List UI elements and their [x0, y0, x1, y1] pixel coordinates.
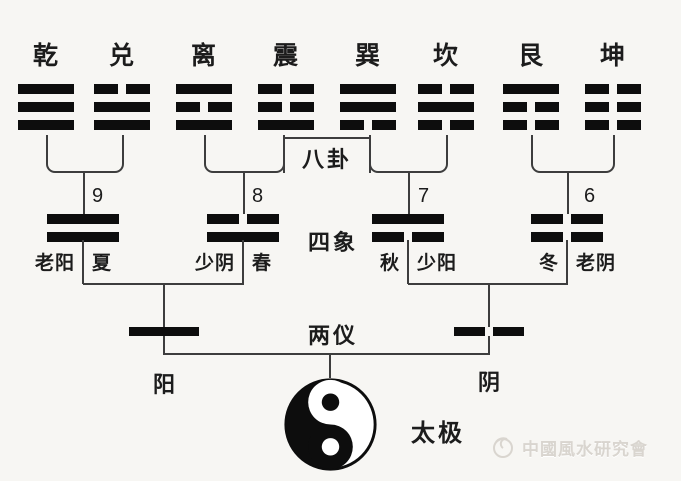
sixiang-symbol-laoyin [531, 214, 603, 250]
connector-stem [488, 283, 490, 327]
trigram-column-kun: 坤 [585, 40, 641, 138]
trigram-column-kan: 坎 [418, 40, 474, 138]
bagua-label: 八卦 [301, 146, 352, 172]
trigram-column-dui: 兑 [94, 40, 150, 138]
label-autumn: 秋 [379, 253, 400, 274]
yang-label: 阳 [152, 372, 175, 397]
connector-stem [407, 240, 409, 284]
watermark-text: 中國風水研究會 [522, 439, 648, 459]
trigram-name-qian: 乾 [32, 42, 59, 70]
label-shaoyin: 少阴 [194, 253, 235, 274]
sixiang-number-7: 7 [418, 185, 430, 207]
label-laoyin: 老阴 [576, 253, 617, 274]
bracket-pair-qian-dui [46, 135, 124, 173]
connector-line [163, 353, 490, 355]
label-spring: 春 [252, 253, 273, 274]
sixiang-symbol-shaoyang [372, 214, 444, 250]
connector-stem [567, 172, 569, 214]
yin-label: 阴 [477, 370, 500, 395]
sixiang-label: 四象 [307, 230, 358, 255]
bracket-pair-li-zhen [204, 135, 285, 173]
trigram-column-zhen: 震 [258, 40, 314, 138]
liangyi-bar-yang [129, 327, 199, 336]
connector-stem [243, 172, 245, 214]
trigram-symbol-qian [18, 84, 74, 130]
bracket-pair-gen-kun [531, 135, 615, 173]
sixiang-symbol-shaoyin [207, 214, 279, 250]
liangyi-bar-yin [454, 327, 524, 336]
connector-stem [82, 240, 84, 284]
taiji-label: 太极 [411, 420, 465, 447]
trigram-name-li: 离 [190, 42, 217, 70]
trigram-name-xun: 巽 [354, 42, 381, 70]
label-winter: 冬 [538, 253, 559, 274]
trigram-symbol-xun [340, 84, 396, 130]
sixiang-number-6: 6 [584, 185, 596, 207]
label-summer: 夏 [92, 253, 113, 274]
sixiang-number-9: 9 [92, 185, 104, 207]
connector-stem [163, 283, 165, 327]
trigram-name-zhen: 震 [272, 42, 299, 70]
label-shaoyang: 少阳 [417, 253, 458, 274]
trigram-name-kan: 坎 [432, 42, 459, 70]
connector-stem [83, 172, 85, 214]
trigram-column-qian: 乾 [18, 40, 74, 138]
label-taiyang: 老阳 [34, 253, 75, 274]
trigram-symbol-gen [503, 84, 559, 130]
trigram-symbol-kan [418, 84, 474, 130]
connector-stem [408, 172, 410, 214]
trigram-symbol-dui [94, 84, 150, 130]
trigram-column-gen: 艮 [503, 40, 559, 138]
trigram-column-xun: 巽 [340, 40, 396, 138]
connector-stem [566, 240, 568, 284]
trigram-symbol-zhen [258, 84, 314, 130]
bracket-pair-xun-kan [369, 135, 448, 173]
connector-stem [329, 353, 331, 378]
taiji-yinyang-icon [284, 378, 377, 471]
sixiang-symbol-taiyang [47, 214, 119, 250]
trigram-symbol-li [176, 84, 232, 130]
bagua-box: 八卦 [283, 137, 371, 173]
watermark-logo-icon [493, 437, 513, 458]
connector-stem [242, 240, 244, 284]
connector-stem [163, 336, 165, 354]
trigram-name-dui: 兑 [108, 42, 135, 70]
trigram-symbol-kun [585, 84, 641, 130]
connector-stem [488, 336, 490, 354]
trigram-name-kun: 坤 [599, 42, 626, 70]
trigram-name-gen: 艮 [517, 42, 544, 70]
liangyi-label: 两仪 [307, 323, 358, 348]
sixiang-number-8: 8 [252, 185, 264, 207]
watermark: 中國風水研究會 [489, 433, 648, 461]
trigram-column-li: 离 [176, 40, 232, 138]
